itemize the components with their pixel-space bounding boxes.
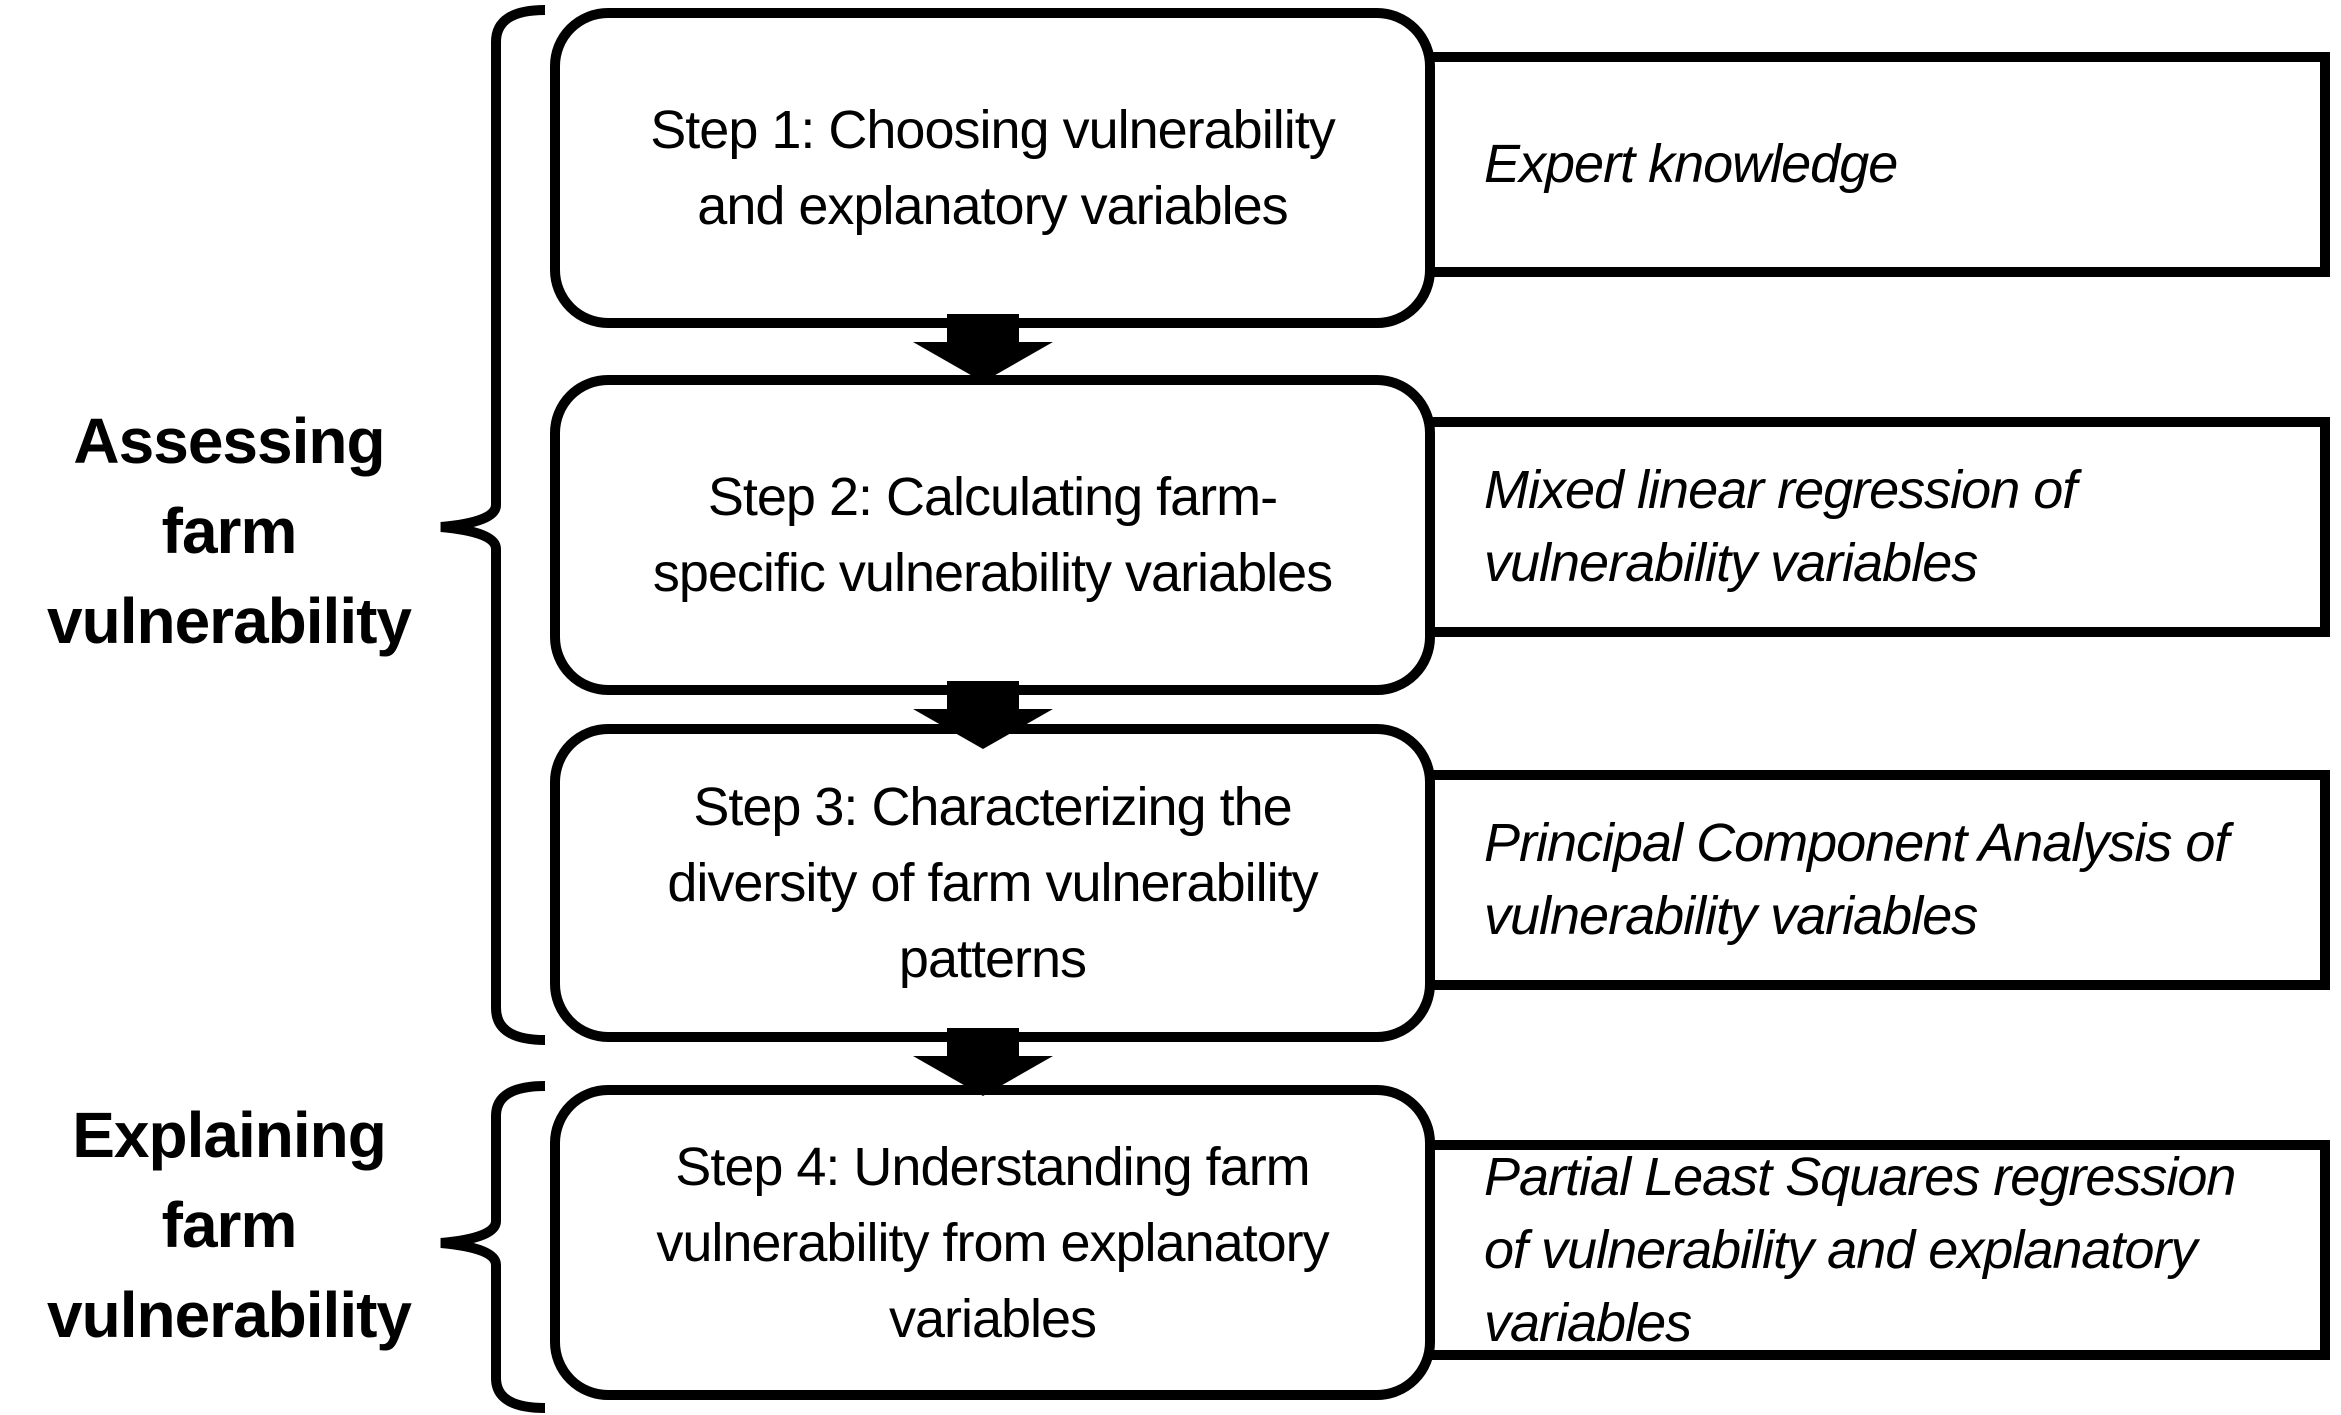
step-2-box: Step 2: Calculating farm- specific vulne… bbox=[550, 375, 1435, 695]
step-4-method-box: Partial Least Squares regression of vuln… bbox=[1408, 1140, 2330, 1360]
step-3-box: Step 3: Characterizing the diversity of … bbox=[550, 724, 1435, 1042]
step-4-box: Step 4: Understanding farm vulnerability… bbox=[550, 1085, 1435, 1400]
step-3-method-box: Principal Component Analysis of vulnerab… bbox=[1408, 770, 2330, 990]
section-label-explaining: Explaining farm vulnerability bbox=[47, 1099, 412, 1351]
step-1-method-box: Expert knowledge bbox=[1408, 52, 2330, 277]
step-1-box: Step 1: Choosing vulnerability and expla… bbox=[550, 8, 1435, 328]
section-label-assessing: Assessing farm vulnerability bbox=[47, 405, 412, 657]
step-2-method-box: Mixed linear regression of vulnerability… bbox=[1408, 417, 2330, 637]
